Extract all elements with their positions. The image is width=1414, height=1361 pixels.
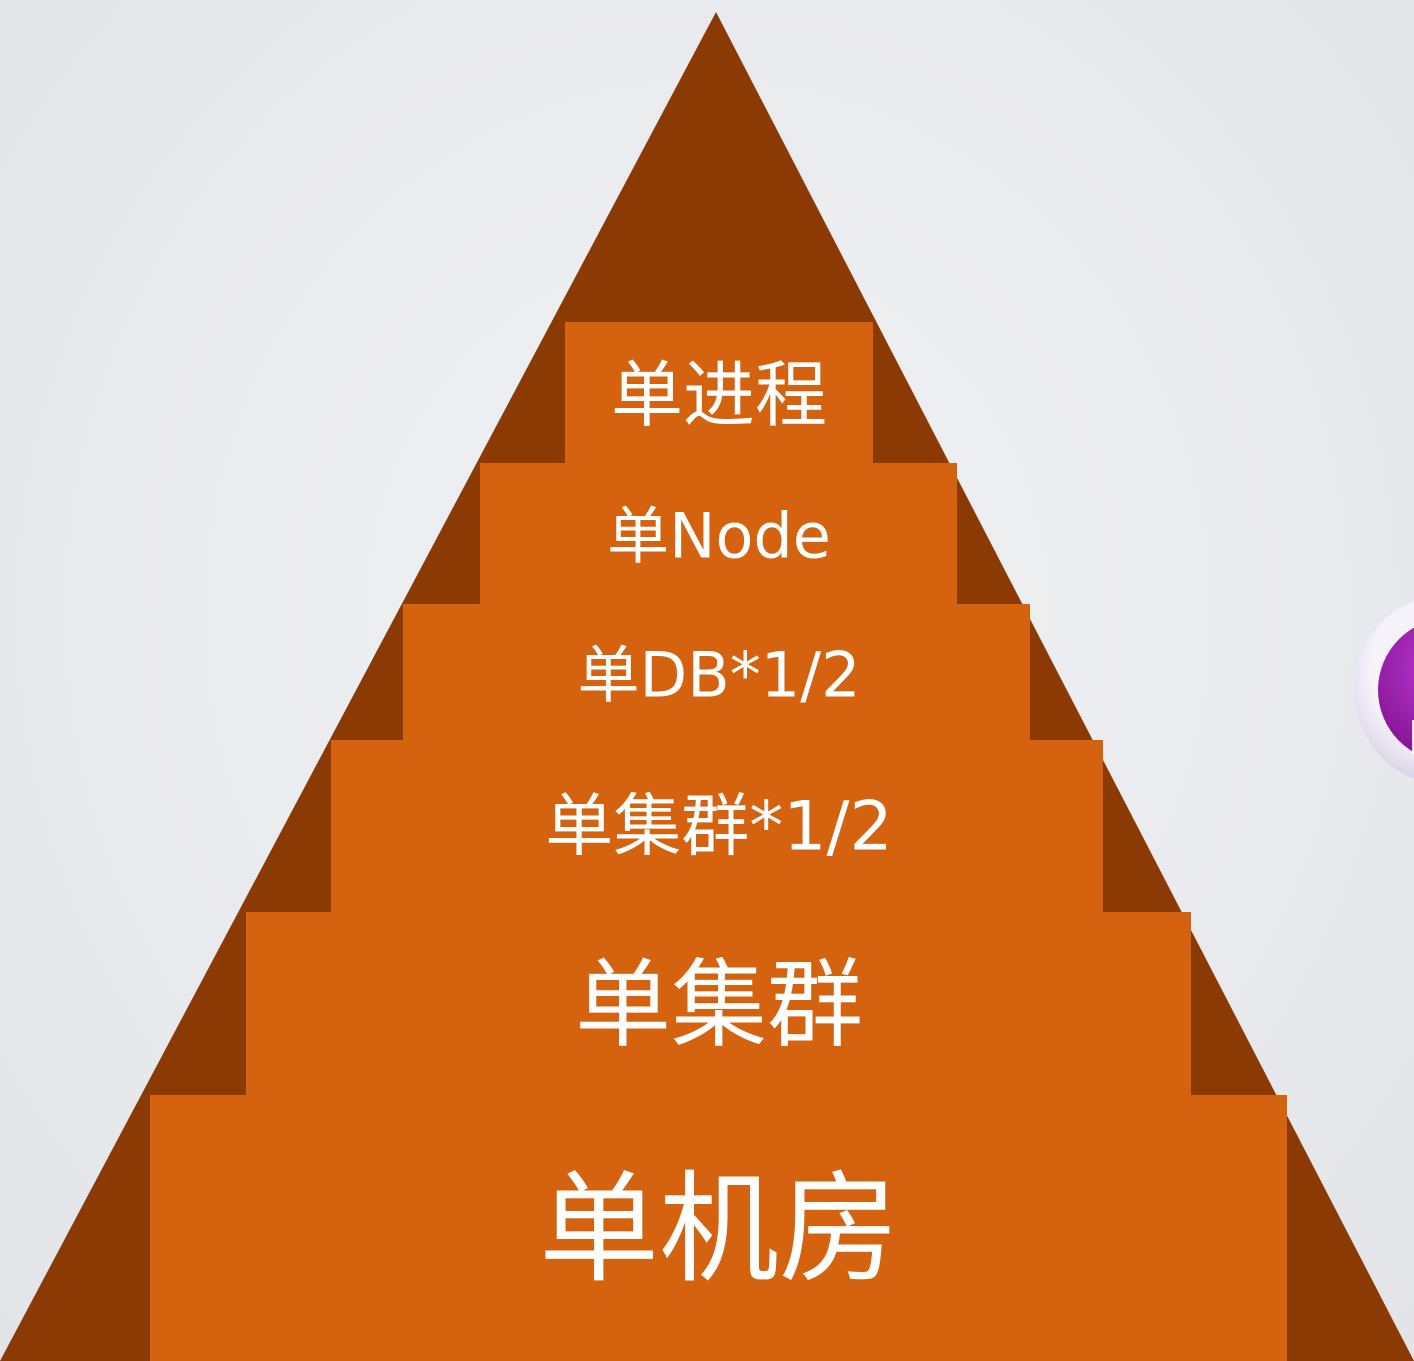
- tier-block-2: [480, 463, 957, 609]
- tier-block-1: [565, 322, 873, 468]
- tier-block-5: [246, 912, 1191, 1100]
- badge-letter: R: [1408, 711, 1414, 765]
- tier-block-6: [150, 1095, 1287, 1361]
- tier-label-5: 单集群: [575, 949, 863, 1061]
- tier-block-3: [403, 604, 1030, 743]
- tier-label-6: 单机房: [539, 1161, 899, 1300]
- tier-block-4: [331, 740, 1103, 917]
- tier-label-2: 单Node: [607, 500, 831, 573]
- app-badge-icon: R: [1354, 601, 1414, 779]
- tier-label-4: 单集群*1/2: [545, 788, 892, 867]
- tier-label-1: 单进程: [611, 353, 827, 437]
- tier-label-3: 单DB*1/2: [577, 639, 860, 712]
- pyramid-tiers: [150, 322, 1287, 1361]
